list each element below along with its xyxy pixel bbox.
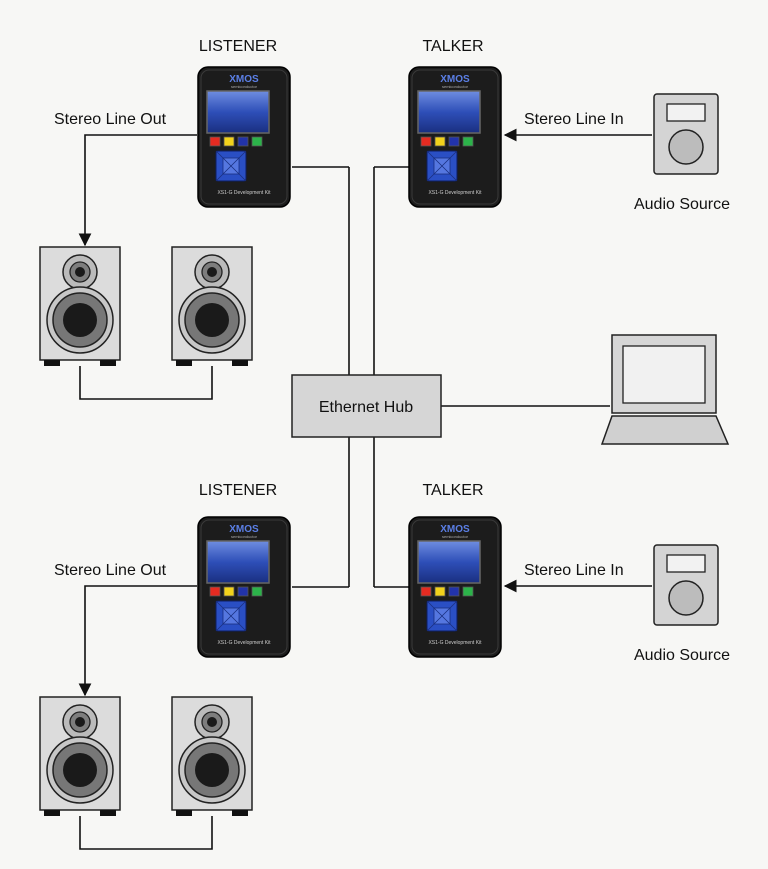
audio-source-label-2: Audio Source bbox=[634, 647, 730, 664]
stereo-line-out-label-1: Stereo Line Out bbox=[54, 111, 167, 128]
listener-label-2: LISTENER bbox=[199, 482, 277, 499]
audio-source-device-2 bbox=[653, 544, 719, 626]
board-brand-sub: semiconductor bbox=[442, 84, 469, 89]
wire-speakers-bottom bbox=[79, 816, 213, 850]
stereo-line-in-label-2: Stereo Line In bbox=[524, 562, 624, 579]
board-model: XS1-G Development Kit bbox=[217, 190, 271, 196]
listener-board-2: XMOS semiconductor XS1-G Development Kit bbox=[197, 516, 291, 658]
talker-label-1: TALKER bbox=[422, 38, 483, 55]
board-brand-sub: semiconductor bbox=[231, 534, 258, 539]
listener-board-1: XMOS semiconductor XS1-G Development Kit bbox=[197, 66, 291, 208]
stereo-line-in-label-1: Stereo Line In bbox=[524, 111, 624, 128]
board-brand: XMOS bbox=[440, 524, 470, 535]
talker-board-1: XMOS semiconductor XS1-G Development Kit bbox=[408, 66, 502, 208]
speaker-right-1 bbox=[171, 246, 253, 367]
talker-board-2: XMOS semiconductor XS1-G Development Kit bbox=[408, 516, 502, 658]
listener-label-1: LISTENER bbox=[199, 38, 277, 55]
board-brand: XMOS bbox=[229, 74, 259, 85]
connection-lines bbox=[78, 128, 652, 850]
stereo-line-out-label-2: Stereo Line Out bbox=[54, 562, 167, 579]
speaker-right-2 bbox=[171, 696, 253, 817]
ethernet-hub-label: Ethernet Hub bbox=[319, 399, 413, 416]
ethernet-hub-box bbox=[291, 374, 442, 438]
laptop-icon bbox=[600, 334, 730, 445]
audio-source-device-1 bbox=[653, 93, 719, 175]
arrow-line-out-1 bbox=[78, 134, 197, 247]
audio-source-label-1: Audio Source bbox=[634, 196, 730, 213]
arrow-line-out-2 bbox=[78, 585, 197, 697]
board-brand: XMOS bbox=[440, 74, 470, 85]
talker-label-2: TALKER bbox=[422, 482, 483, 499]
speaker-left-1 bbox=[39, 246, 121, 367]
board-brand: XMOS bbox=[229, 524, 259, 535]
board-brand-sub: semiconductor bbox=[442, 534, 469, 539]
board-model: XS1-G Development Kit bbox=[428, 190, 482, 196]
board-model: XS1-G Development Kit bbox=[217, 640, 271, 646]
board-brand-sub: semiconductor bbox=[231, 84, 258, 89]
board-model: XS1-G Development Kit bbox=[428, 640, 482, 646]
speaker-left-2 bbox=[39, 696, 121, 817]
wire-speakers-top bbox=[79, 366, 213, 400]
